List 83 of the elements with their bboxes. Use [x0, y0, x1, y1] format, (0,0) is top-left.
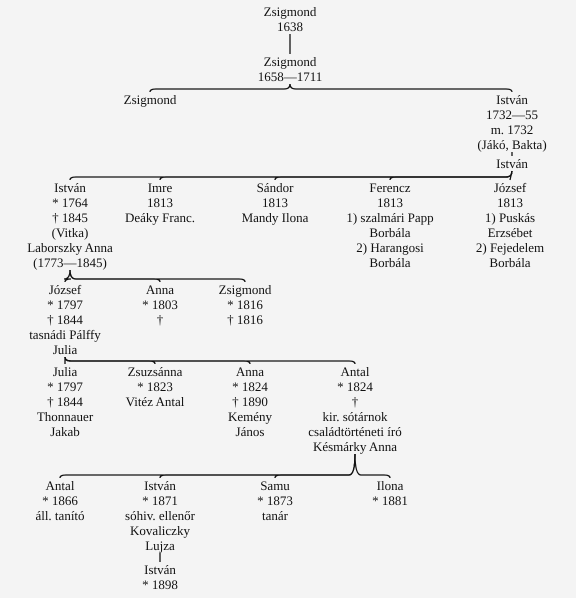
- person-name: Anna: [234, 364, 266, 379]
- family-brace: [389, 170, 513, 180]
- family-brace: [509, 170, 513, 180]
- person-name: István: [495, 156, 529, 171]
- person-detail: Thonnauer Jakab: [36, 409, 94, 439]
- person-detail: * 1764: [51, 195, 89, 210]
- family-brace: [149, 84, 291, 92]
- family-brace: [289, 34, 291, 54]
- person-detail: * 1871: [141, 493, 179, 508]
- person-detail: † 1844: [46, 394, 84, 409]
- family-brace: [63, 270, 72, 282]
- person-name: Imre: [146, 180, 174, 195]
- person-name: Zsigmond: [262, 4, 318, 19]
- person-detail: 1658—1711: [256, 69, 324, 84]
- person-detail: * 1823: [136, 379, 174, 394]
- person-detail: * 1881: [371, 493, 409, 508]
- person-detail: 1) szalmári Papp Borbála: [345, 210, 435, 240]
- person-name: Zsigmond: [262, 54, 318, 69]
- person-detail: (Jákó, Bakta): [476, 137, 548, 152]
- person-detail: * 1866: [41, 493, 79, 508]
- person-detail: * 1816: [226, 297, 264, 312]
- person-name: Julia: [52, 364, 78, 379]
- person-detail: * 1797: [46, 379, 84, 394]
- person-name: Sándor: [256, 180, 294, 195]
- person-detail: 1813: [376, 195, 404, 210]
- person-detail: † 1816: [226, 312, 264, 327]
- person-name: Antal: [340, 364, 370, 379]
- person-detail: † 1890: [231, 394, 269, 409]
- person-name: Antal: [44, 478, 76, 493]
- person-detail: Kovaliczky Lujza: [129, 523, 191, 553]
- person-detail: 2) Harangosi Borbála: [355, 240, 425, 270]
- person-detail: * 1824: [336, 379, 374, 394]
- person-name: József: [492, 180, 528, 195]
- family-brace: [354, 454, 391, 478]
- person-name: Ferencz: [368, 180, 412, 195]
- person-detail: tasnádi Pálffy Julia: [28, 327, 102, 357]
- family-brace: [289, 84, 513, 92]
- person-name: Zsuzsánna: [126, 364, 184, 379]
- person-detail: * 1898: [141, 577, 179, 592]
- person-detail: Késmárky Anna: [312, 439, 398, 454]
- person-detail: (1773—1845): [32, 255, 108, 270]
- person-detail: † 1844: [46, 312, 84, 327]
- person-detail: 1813: [261, 195, 289, 210]
- family-brace: [69, 270, 246, 282]
- person-detail: Mandy Ilona: [240, 210, 310, 225]
- person-name: József: [48, 282, 82, 297]
- person-detail: 1813: [146, 195, 174, 210]
- person-detail: 1732—55: [485, 107, 539, 122]
- person-name: Anna: [144, 282, 176, 297]
- person-name: István: [53, 180, 87, 195]
- person-name: Zsigmond: [218, 282, 272, 297]
- person-detail: * 1873: [256, 493, 294, 508]
- person-detail: kir. sótárnok: [322, 409, 388, 424]
- person-detail: 1813: [496, 195, 524, 210]
- family-brace: [511, 152, 513, 156]
- person-detail: Laborszky Anna: [26, 240, 114, 255]
- person-detail: † 1845: [51, 210, 89, 225]
- person-detail: * 1824: [231, 379, 269, 394]
- person-name: Ilona: [376, 478, 404, 493]
- person-detail: Kemény János: [226, 409, 274, 439]
- family-brace: [159, 553, 161, 562]
- person-detail: 1) Puskás Erzsébet: [484, 210, 536, 240]
- person-name: Samu: [259, 478, 291, 493]
- person-detail: m. 1732: [490, 122, 534, 137]
- person-detail: †: [156, 312, 164, 327]
- person-detail: * 1797: [46, 297, 84, 312]
- person-detail: * 1803: [141, 297, 179, 312]
- person-detail: †: [350, 394, 360, 409]
- person-detail: áll. tanító: [34, 508, 86, 523]
- person-detail: 2) Fejedelem Borbála: [474, 240, 546, 270]
- person-detail: sóhiv. ellenőr: [124, 508, 196, 523]
- person-detail: 1638: [276, 19, 304, 34]
- person-name: Zsigmond: [122, 92, 178, 107]
- person-name: István: [495, 92, 529, 107]
- person-detail: családtörténeti író: [307, 424, 403, 439]
- person-detail: (Vitka): [50, 225, 90, 240]
- person-name: István: [143, 562, 177, 577]
- person-detail: Vitéz Antal: [124, 394, 186, 409]
- family-brace: [64, 357, 66, 364]
- person-name: István: [143, 478, 177, 493]
- person-detail: Deáky Franc.: [124, 210, 196, 225]
- family-brace: [64, 356, 356, 364]
- person-detail: tanár: [261, 508, 289, 523]
